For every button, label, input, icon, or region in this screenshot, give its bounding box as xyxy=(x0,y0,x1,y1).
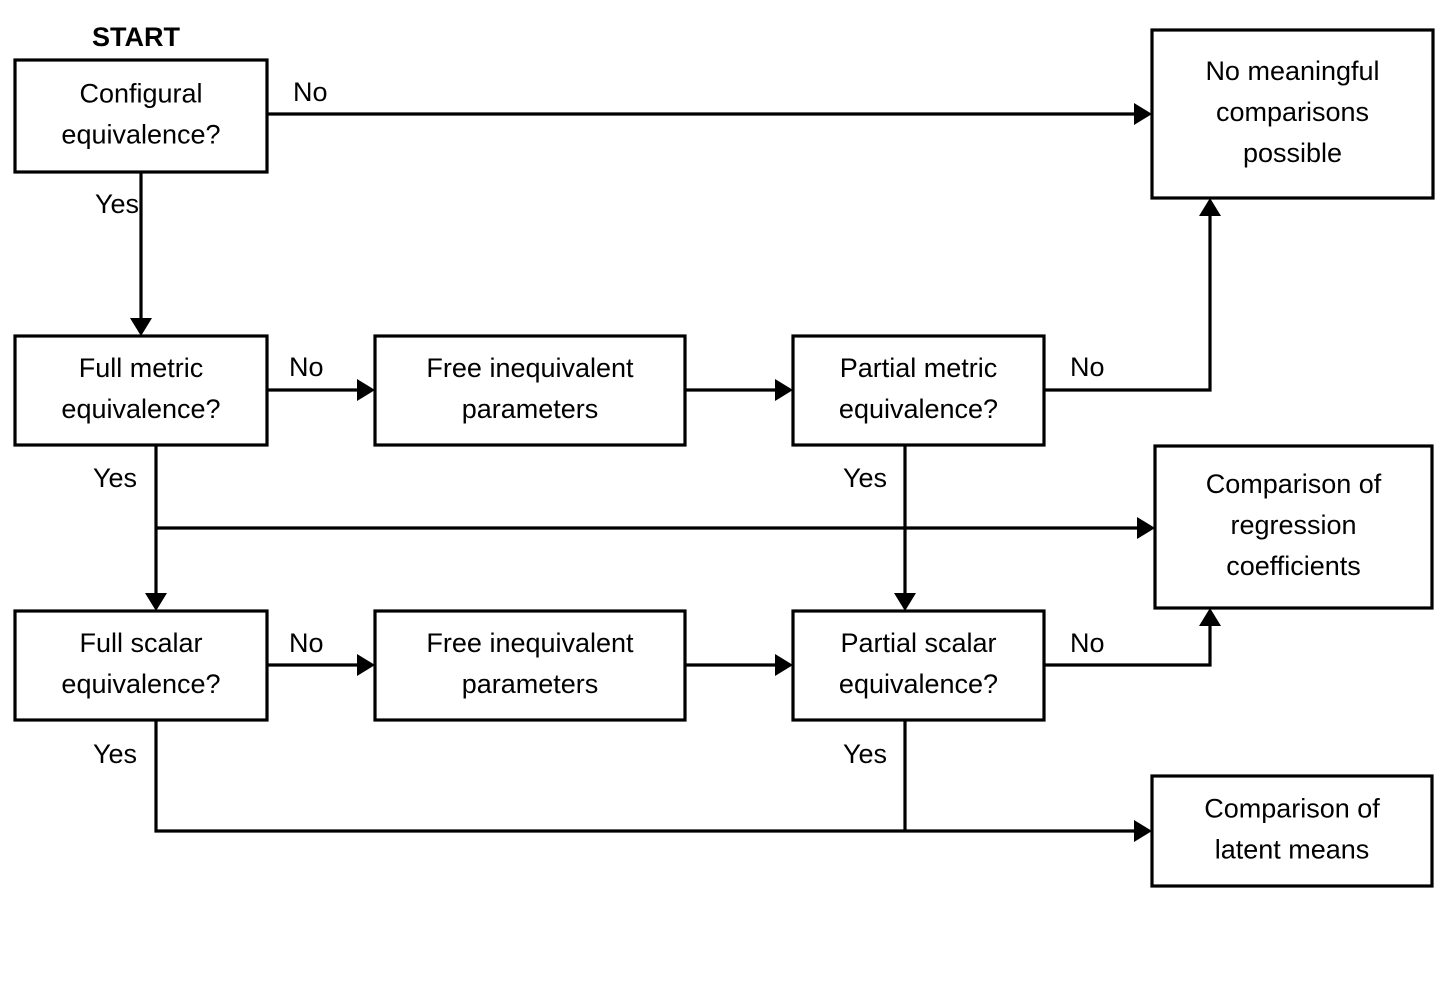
arrow-head-partial-metric-yes-edge xyxy=(894,593,916,611)
connector-metric-to-regression xyxy=(156,517,1155,539)
connector-full-metric-yes-edge xyxy=(145,445,167,611)
node-box-free_param_2 xyxy=(373,609,687,722)
arrow-head-full-metric-yes-edge xyxy=(145,593,167,611)
edge-label-full-scalar-no: No xyxy=(289,628,324,658)
node-no_meaningful: No meaningful comparisons possible xyxy=(1150,28,1435,200)
arrow-head-metric-to-regression xyxy=(1137,517,1155,539)
connector-free-param-1-edge xyxy=(685,379,793,401)
node-label-configural: equivalence? xyxy=(61,120,220,150)
connector-partial-metric-yes-edge xyxy=(894,445,916,611)
edge-label-configural-yes: Yes xyxy=(95,189,139,219)
node-label-partial_metric: Partial metric xyxy=(840,353,998,383)
node-full_scalar: Full scalar equivalence? xyxy=(13,609,269,722)
arrow-head-configural-yes-edge xyxy=(130,318,152,336)
arrow-head-free-param-2-edge xyxy=(775,654,793,676)
connector-configural-no-edge xyxy=(267,103,1152,125)
node-label-partial_scalar: equivalence? xyxy=(839,669,998,699)
node-label-full_metric: Full metric xyxy=(79,353,204,383)
connector-partial-scalar-no-edge xyxy=(1044,608,1221,667)
connector-full-scalar-no-edge xyxy=(267,654,375,676)
node-free_param_2: Free inequivalent parameters xyxy=(373,609,687,722)
node-label-free_param_2: Free inequivalent xyxy=(426,628,634,658)
arrow-head-free-param-1-edge xyxy=(775,379,793,401)
connectors-layer xyxy=(130,103,1221,842)
node-label-no_meaningful: possible xyxy=(1243,138,1342,168)
node-partial_metric: Partial metric equivalence? xyxy=(791,334,1046,447)
arrow-head-configural-no-edge xyxy=(1134,103,1152,125)
node-box-full_scalar xyxy=(13,609,269,722)
node-regression: Comparison of regression coefficients xyxy=(1153,444,1434,610)
edge-label-partial-metric-yes: Yes xyxy=(843,463,887,493)
edge-label-full-metric-no: No xyxy=(289,352,324,382)
edge-label-full-metric-yes: Yes xyxy=(93,463,137,493)
node-label-full_scalar: equivalence? xyxy=(61,669,220,699)
edge-label-partial-scalar-no: No xyxy=(1070,628,1105,658)
edge-label-partial-metric-no: No xyxy=(1070,352,1105,382)
arrow-head-partial-metric-no-edge xyxy=(1199,198,1221,216)
node-label-no_meaningful: No meaningful xyxy=(1205,56,1379,86)
node-label-free_param_1: Free inequivalent xyxy=(426,353,634,383)
node-box-regression xyxy=(1153,444,1434,610)
node-label-full_metric: equivalence? xyxy=(61,394,220,424)
connector-full-scalar-yes-edge xyxy=(154,720,1152,842)
node-label-free_param_2: parameters xyxy=(462,669,599,699)
arrow-head-full-scalar-yes-edge xyxy=(1134,820,1152,842)
node-label-regression: Comparison of xyxy=(1206,469,1382,499)
edge-label-configural-no: No xyxy=(293,77,328,107)
node-label-latent_means: latent means xyxy=(1215,835,1370,865)
edge-label-full-scalar-yes: Yes xyxy=(93,739,137,769)
node-label-regression: regression xyxy=(1230,510,1356,540)
node-box-partial_scalar xyxy=(791,609,1046,722)
node-box-free_param_1 xyxy=(373,334,687,447)
arrow-head-full-scalar-no-edge xyxy=(357,654,375,676)
node-free_param_1: Free inequivalent parameters xyxy=(373,334,687,447)
node-label-free_param_1: parameters xyxy=(462,394,599,424)
connector-free-param-2-edge xyxy=(685,654,793,676)
node-configural: Configural equivalence? xyxy=(13,58,269,174)
connector-full-metric-no-edge xyxy=(267,379,375,401)
node-latent_means: Comparison of latent means xyxy=(1150,774,1434,888)
node-box-no_meaningful xyxy=(1150,28,1435,200)
node-partial_scalar: Partial scalar equivalence? xyxy=(791,609,1046,722)
connector-partial-metric-no-edge xyxy=(1044,198,1221,392)
node-label-partial_scalar: Partial scalar xyxy=(840,628,996,658)
node-box-latent_means xyxy=(1150,774,1434,888)
start-label: START xyxy=(92,22,180,52)
node-full_metric: Full metric equivalence? xyxy=(13,334,269,447)
connector-configural-yes-edge xyxy=(130,172,152,336)
node-label-configural: Configural xyxy=(79,79,202,109)
node-label-partial_metric: equivalence? xyxy=(839,394,998,424)
edge-label-partial-scalar-yes: Yes xyxy=(843,739,887,769)
node-label-regression: coefficients xyxy=(1226,551,1361,581)
arrow-head-full-metric-no-edge xyxy=(357,379,375,401)
node-box-configural xyxy=(13,58,269,174)
node-label-full_scalar: Full scalar xyxy=(79,628,202,658)
node-label-latent_means: Comparison of xyxy=(1204,794,1380,824)
node-box-partial_metric xyxy=(791,334,1046,447)
node-label-no_meaningful: comparisons xyxy=(1216,97,1369,127)
nodes-layer: Configural equivalence? No meaningful compa… xyxy=(13,28,1435,888)
node-box-full_metric xyxy=(13,334,269,447)
arrow-head-partial-scalar-no-edge xyxy=(1199,608,1221,626)
